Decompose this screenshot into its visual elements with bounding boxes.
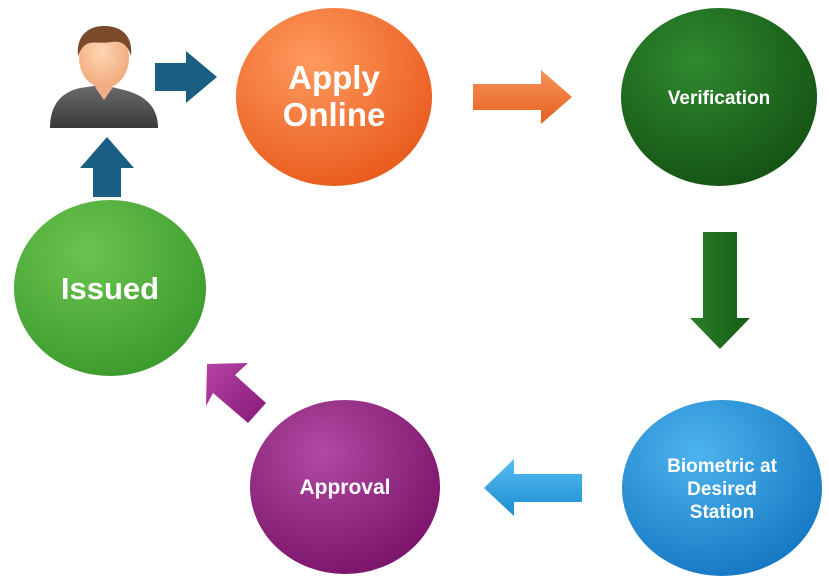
arrow-apply-to-verification	[473, 70, 572, 124]
user-avatar-icon	[50, 26, 158, 128]
arrow-biometric-to-approval	[484, 459, 582, 516]
node-biometric-label-3: Station	[690, 502, 754, 523]
arrow-user-to-apply	[155, 51, 217, 103]
node-apply-online: Apply Online	[236, 8, 432, 186]
arrow-verification-to-biometric	[690, 232, 750, 349]
node-apply-label-1: Apply	[288, 59, 380, 96]
node-verification: Verification	[621, 8, 817, 186]
node-apply-label-2: Online	[283, 96, 386, 133]
node-biometric-label-1: Biometric at	[667, 456, 777, 477]
node-issued-label: Issued	[61, 271, 159, 306]
arrow-approval-to-issued	[206, 363, 266, 423]
arrow-issued-to-user	[80, 137, 134, 197]
node-issued: Issued	[14, 200, 206, 376]
node-biometric: Biometric at Desired Station	[622, 400, 822, 576]
node-verification-label: Verification	[668, 88, 770, 109]
node-approval-label: Approval	[299, 476, 390, 499]
node-biometric-label-2: Desired	[687, 479, 757, 500]
node-approval: Approval	[250, 400, 440, 574]
